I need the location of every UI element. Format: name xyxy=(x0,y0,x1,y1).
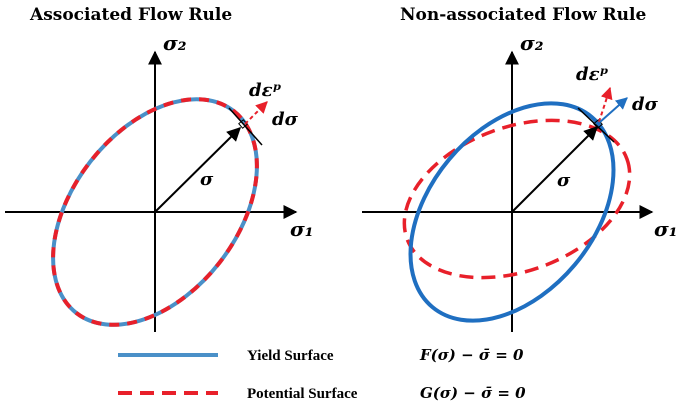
left-potential-surface xyxy=(51,97,259,327)
left-normal-marker xyxy=(238,119,248,129)
left-sigma-label: σ xyxy=(200,169,214,190)
legend-yield-label: Yield Surface xyxy=(247,348,334,364)
right-deps-arrow xyxy=(598,86,613,123)
left-sigma-vector xyxy=(154,127,241,213)
right-panel: Non-associated Flow Rule σ₁ σ₂ σ dεᵖ dσ xyxy=(362,5,678,332)
right-tangent-line xyxy=(577,107,615,143)
legend-yield-equation: F(σ) − σ̄ = 0 xyxy=(419,346,524,364)
right-deps-label: dεᵖ xyxy=(576,64,609,85)
right-potential-surface xyxy=(402,118,632,280)
right-dsigma-label: dσ xyxy=(632,94,659,115)
left-panel-title: Associated Flow Rule xyxy=(29,5,232,25)
right-panel-title: Non-associated Flow Rule xyxy=(400,5,646,25)
right-sigma2-label: σ₂ xyxy=(520,31,544,55)
legend: Yield Surface F(σ) − σ̄ = 0 Potential Su… xyxy=(118,346,526,402)
legend-potential-label: Potential Surface xyxy=(247,386,358,402)
left-panel: Associated Flow Rule σ₁ σ₂ σ dεᵖ dσ xyxy=(5,5,314,332)
left-sigma2-label: σ₂ xyxy=(163,31,187,55)
left-tangent-line xyxy=(228,107,263,146)
right-sigma-vector xyxy=(511,126,598,213)
legend-potential-equation: G(σ) − σ̄ = 0 xyxy=(420,384,526,402)
left-deps-label: dεᵖ xyxy=(249,80,282,101)
right-sigma1-label: σ₁ xyxy=(654,217,678,241)
right-yield-surface xyxy=(408,101,616,323)
right-sigma-label: σ xyxy=(557,170,571,191)
right-dsigma-arrow xyxy=(599,97,628,123)
left-sigma1-label: σ₁ xyxy=(290,217,314,241)
left-deps-arrow xyxy=(244,101,268,125)
left-yield-surface xyxy=(51,97,259,327)
left-dsigma-label: dσ xyxy=(272,109,299,130)
